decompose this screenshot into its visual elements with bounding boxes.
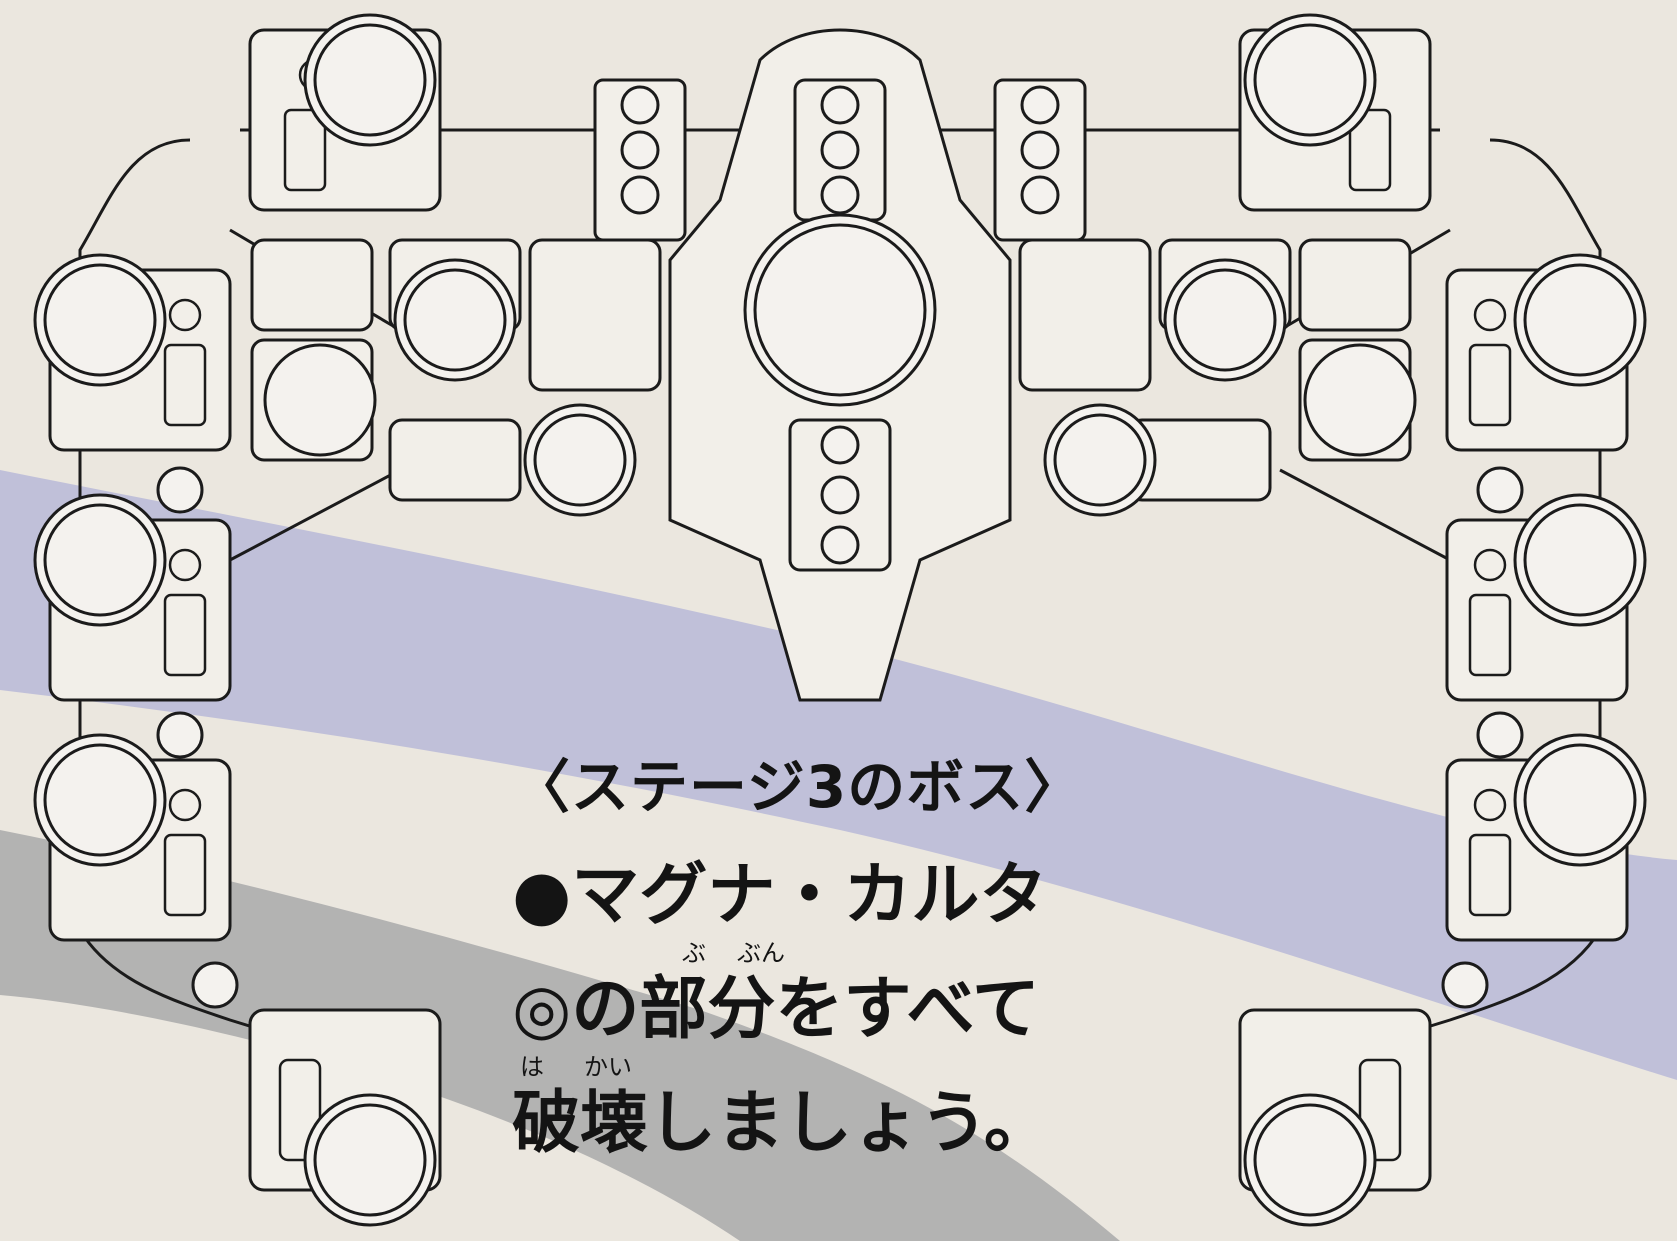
target-core — [743, 213, 937, 407]
caption-title: 〈ステージ3のボス〉 — [512, 753, 1084, 821]
ruby-bu: ぶ — [682, 939, 706, 967]
ruby-bun: ぶん — [737, 939, 785, 967]
ruby-ha: は — [520, 1053, 544, 1081]
lavender-swoosh — [0, 470, 1677, 1080]
boss-name: ●マグナ・カルタ — [512, 856, 1048, 935]
instruction-line-2: は かい 破壊しましょう。 — [512, 1054, 1152, 1164]
gray-swoosh — [0, 830, 1120, 1241]
instruction-line-1: ぶ ぶん ◎の部分をすべて — [512, 940, 1152, 1050]
instruction-text-2: 破壊しましょう。 — [512, 1084, 1052, 1163]
instruction-text-1: ◎の部分をすべて — [512, 970, 1040, 1049]
boss-caption: 〈ステージ3のボス〉 ●マグナ・カルタ ぶ ぶん ◎の部分をすべて は かい 破… — [512, 752, 1152, 1164]
ruby-kai: かい — [584, 1053, 632, 1081]
